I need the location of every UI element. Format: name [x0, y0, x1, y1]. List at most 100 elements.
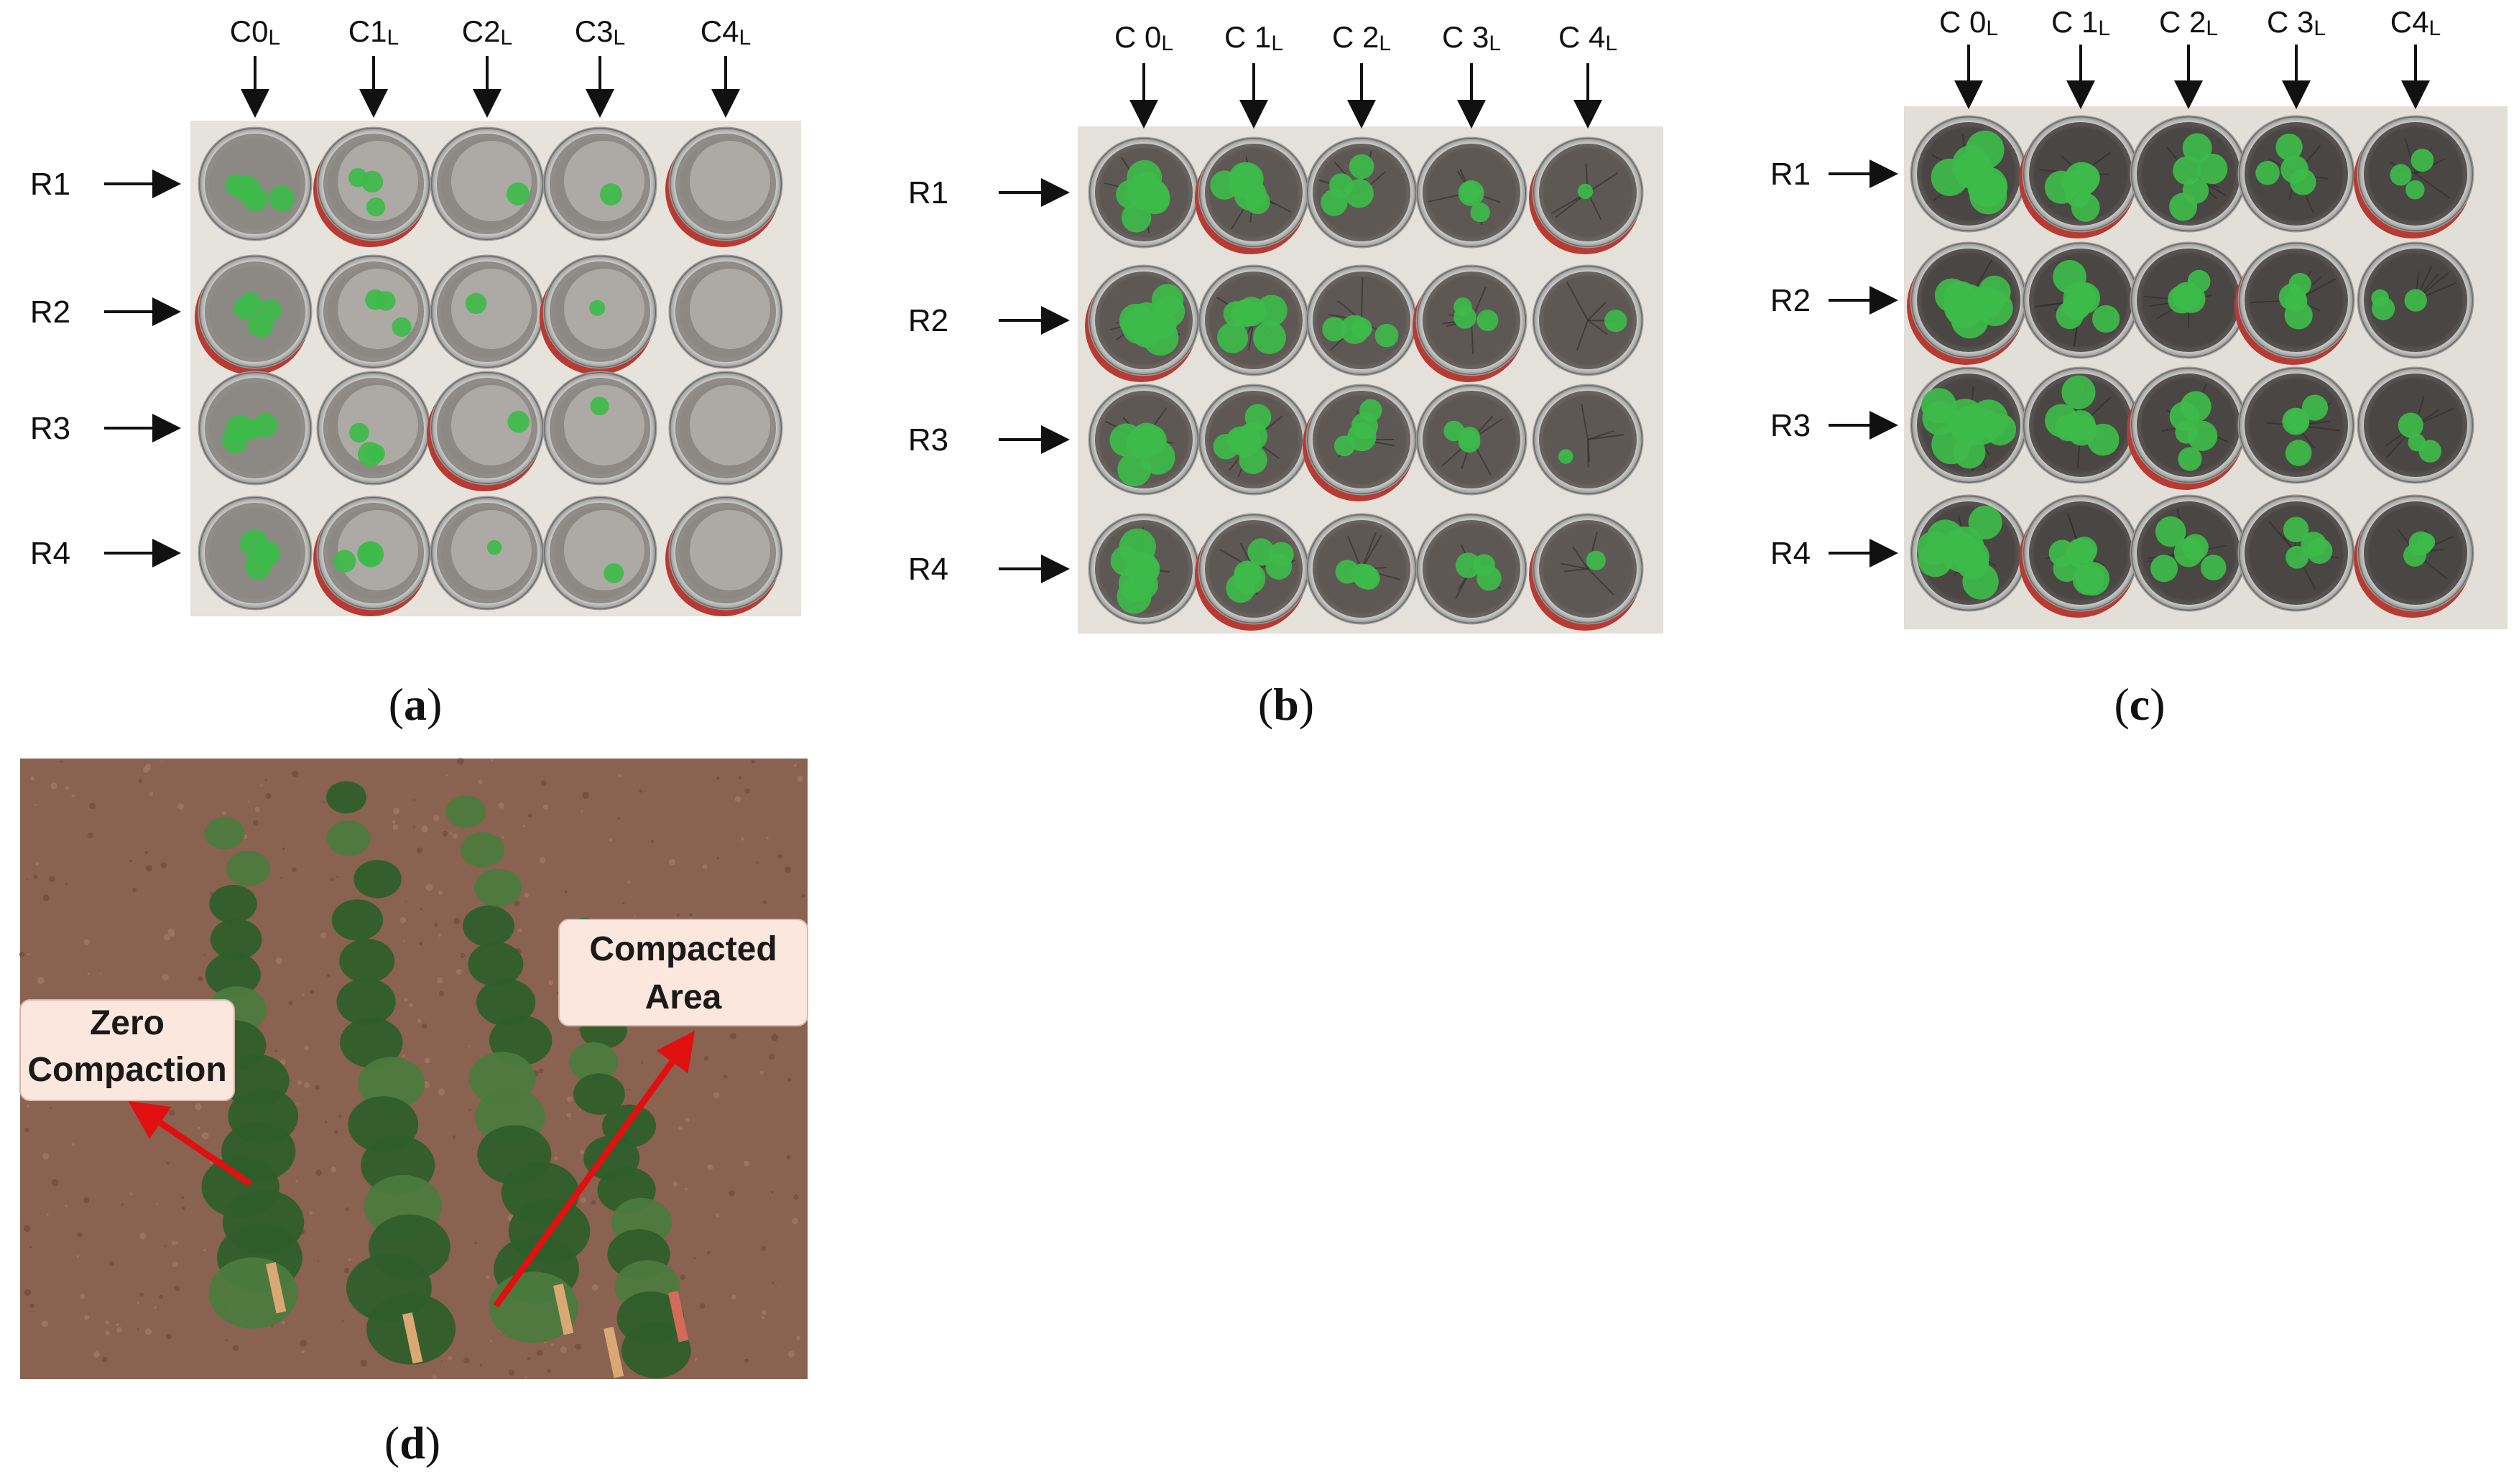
row-label: R4 [30, 536, 70, 571]
pot [198, 496, 313, 611]
pot [2237, 115, 2355, 233]
column-label: C 1L [1224, 20, 1283, 55]
caption-d: (d) [384, 1417, 440, 1468]
column-label: C 2L [2159, 5, 2218, 40]
pot [1305, 136, 1418, 249]
callout-zero-line1: Zero [90, 1004, 165, 1042]
pot [2237, 366, 2355, 484]
pot [2130, 241, 2247, 359]
column-label: C 0L [1114, 20, 1173, 55]
row-label: R2 [1770, 283, 1811, 318]
pot [1085, 264, 1200, 382]
pot [313, 126, 431, 247]
pot [542, 126, 657, 241]
pot [2019, 494, 2140, 618]
column-label: C4L [2390, 5, 2441, 40]
pot [1529, 513, 1644, 631]
pot [665, 496, 783, 616]
pot [1910, 494, 2028, 612]
pot [1413, 264, 1527, 382]
callout-compacted-line1: Compacted [589, 930, 777, 968]
pot [2354, 494, 2474, 618]
row-label: R1 [1770, 157, 1811, 192]
column-label: C 4L [1558, 20, 1617, 55]
row-label: R3 [1770, 408, 1811, 443]
pot [1532, 384, 1644, 496]
pot [1907, 241, 2028, 365]
pot [668, 254, 783, 369]
arrow-compacted-area [493, 1030, 695, 1308]
pot [1303, 384, 1418, 501]
caption-c: (c) [2114, 679, 2165, 730]
pot [1305, 264, 1418, 376]
row-label: R2 [30, 295, 70, 330]
panel-d: Zero Compaction Compacted Area [19, 758, 808, 1380]
pot [1195, 136, 1310, 254]
pot [1305, 513, 1418, 625]
pot [542, 371, 657, 486]
caption-d-letter: d [399, 1417, 425, 1468]
pot [665, 126, 783, 247]
pot [1088, 384, 1200, 496]
pot [2022, 241, 2140, 359]
column-label: C 3L [1442, 20, 1501, 55]
pot [2237, 494, 2355, 612]
pot [1529, 136, 1644, 254]
pot [430, 496, 545, 611]
pot [430, 254, 545, 369]
pot [1198, 264, 1310, 376]
pot [2127, 366, 2247, 490]
column-label: C0L [230, 14, 280, 50]
arrow-zero-compaction [128, 1100, 252, 1187]
pot [2019, 115, 2140, 238]
caption-a-letter: a [404, 679, 427, 730]
caption-b-letter: b [1273, 679, 1299, 730]
pot [198, 371, 313, 486]
pot [430, 126, 545, 241]
pot [2354, 115, 2474, 238]
pot [540, 254, 657, 375]
pot [427, 371, 545, 491]
pot [668, 371, 783, 486]
caption-a: (a) [389, 679, 443, 730]
pot [316, 371, 431, 486]
pot [2234, 241, 2355, 365]
callout-compacted-area: Compacted Area [558, 919, 808, 1026]
pot [1415, 513, 1527, 625]
caption-c-letter: c [2130, 679, 2150, 730]
pot [1415, 136, 1527, 249]
column-label: C 0L [1939, 5, 1998, 40]
row-label: R3 [908, 422, 948, 458]
row-label: R4 [1770, 536, 1811, 571]
pot [198, 126, 313, 241]
caption-b: (b) [1258, 679, 1314, 730]
callout-zero-compaction: Zero Compaction [19, 999, 235, 1101]
pot [2357, 366, 2474, 484]
column-label: C4L [701, 14, 751, 50]
column-label: C 2L [1332, 20, 1391, 55]
pot [1910, 366, 2028, 484]
column-label: C3L [575, 14, 625, 50]
callout-compacted-line2: Area [645, 978, 722, 1016]
pot [2357, 241, 2474, 359]
row-label: R2 [908, 303, 948, 338]
pot [1088, 136, 1200, 249]
row-label: R4 [908, 552, 948, 587]
pot [2130, 494, 2247, 612]
pot [1198, 384, 1310, 496]
plant-rows [201, 781, 691, 1378]
pot [2022, 366, 2140, 484]
row-label: R3 [30, 411, 70, 446]
column-label: C2L [462, 14, 512, 50]
pot [1532, 264, 1644, 376]
pot [2130, 115, 2247, 233]
pot [313, 496, 431, 616]
pot [1415, 384, 1527, 496]
pot [1195, 513, 1310, 631]
pot [1910, 115, 2028, 233]
pot [316, 254, 431, 369]
column-label: C 1L [2051, 5, 2110, 40]
column-label: C 3L [2267, 5, 2326, 40]
